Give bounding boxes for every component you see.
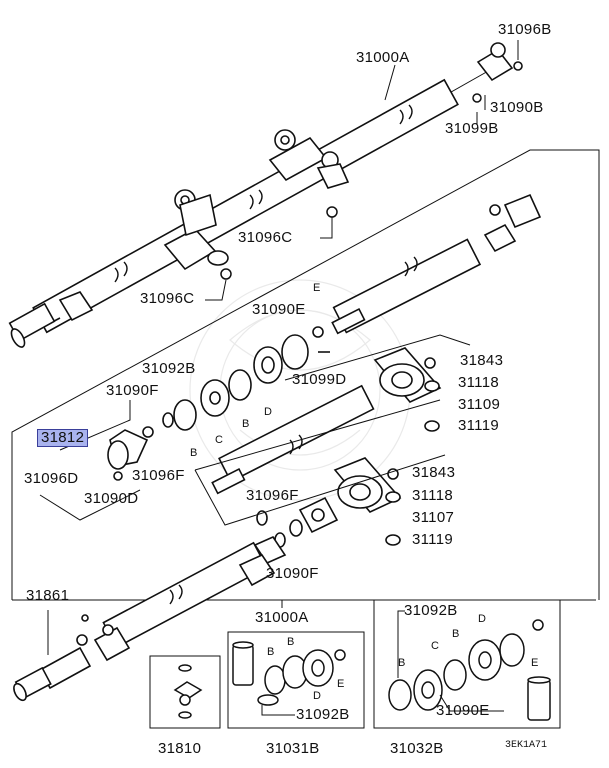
- letter-B-mid-1: B: [190, 447, 198, 459]
- label-31096B: 31096B: [498, 21, 552, 38]
- lower-propeller-shaft: [13, 541, 276, 702]
- label-31092B-mid: 31092B: [142, 360, 196, 377]
- shaft-break-marks-bottom: [169, 584, 183, 605]
- mount-bolt-c2: [220, 268, 232, 280]
- coupling-parts-mid: [107, 326, 330, 481]
- upper-leader-lines: [205, 40, 519, 301]
- label-31843-a: 31843: [460, 352, 504, 369]
- label-31000A-top: 31000A: [356, 49, 410, 66]
- letter-B-kit1-2: B: [287, 636, 295, 648]
- letter-E-kit1: E: [337, 678, 345, 690]
- kit-31810-parts: [173, 664, 203, 719]
- shaft-break-marks-upper: [114, 104, 413, 283]
- label-31099B: 31099B: [445, 120, 499, 137]
- bolt-31099B: [472, 93, 482, 103]
- letter-B-kit2-2: B: [452, 628, 460, 640]
- label-31810: 31810: [158, 740, 202, 757]
- letter-C-kit2: C: [431, 640, 439, 652]
- kit-31031B-parts: [232, 641, 346, 706]
- label-31096C-b: 31096C: [140, 290, 195, 307]
- label-31090F-a: 31090F: [106, 382, 159, 399]
- label-31092B-right: 31092B: [404, 602, 458, 619]
- diagram-code: 3EK1A71: [505, 740, 548, 751]
- label-31119-a: 31119: [458, 417, 499, 434]
- middle-propeller-shaft: [331, 193, 542, 335]
- letter-E-mid: E: [313, 282, 321, 294]
- kit-leader-lines: [261, 610, 504, 716]
- label-31000A-bot: 31000A: [255, 609, 309, 626]
- label-31812-highlighted[interactable]: 31812: [37, 429, 89, 447]
- label-31090F-b: 31090F: [266, 565, 319, 582]
- letter-D-mid: D: [264, 406, 272, 418]
- label-31843-b: 31843: [412, 464, 456, 481]
- mount-bolt-c1: [326, 206, 338, 218]
- letter-B-kit2-1: B: [398, 657, 406, 669]
- label-31118-a: 31118: [458, 374, 499, 391]
- label-31861: 31861: [26, 587, 70, 604]
- label-31032B: 31032B: [390, 740, 444, 757]
- center-bearing-lower: [333, 457, 402, 546]
- letter-C-mid: C: [215, 434, 223, 446]
- kit-31032B-parts: [388, 619, 551, 721]
- lower-middle-shaft: [211, 384, 375, 534]
- label-31090B: 31090B: [490, 99, 544, 116]
- label-31096C-a: 31096C: [238, 229, 293, 246]
- letter-B-mid-2: B: [242, 418, 250, 430]
- label-31090E-right: 31090E: [436, 702, 490, 719]
- shaft-break-marks-low: [289, 434, 303, 455]
- label-31096D: 31096D: [24, 470, 79, 487]
- upper-propeller-shaft: [8, 42, 523, 348]
- letter-D-kit1: D: [313, 690, 321, 702]
- label-31118-b: 31118: [412, 487, 453, 504]
- label-31119-b: 31119: [412, 531, 453, 548]
- label-31107: 31107: [412, 509, 455, 526]
- kit-boxes: [149, 599, 561, 729]
- label-31092B-kit: 31092B: [296, 706, 350, 723]
- letter-B-kit1-1: B: [267, 646, 275, 658]
- label-31099D: 31099D: [292, 371, 347, 388]
- label-31090E-mid: 31090E: [252, 301, 306, 318]
- label-31031B: 31031B: [266, 740, 320, 757]
- letter-E-kit2: E: [531, 657, 539, 669]
- shaft-break-marks-mid: [404, 256, 418, 277]
- label-31096F-b: 31096F: [246, 487, 299, 504]
- label-31109: 31109: [458, 396, 501, 413]
- center-bearing-upper: [373, 347, 442, 432]
- letter-D-kit2: D: [478, 613, 486, 625]
- label-31090D: 31090D: [84, 490, 139, 507]
- label-31096F-a: 31096F: [132, 467, 185, 484]
